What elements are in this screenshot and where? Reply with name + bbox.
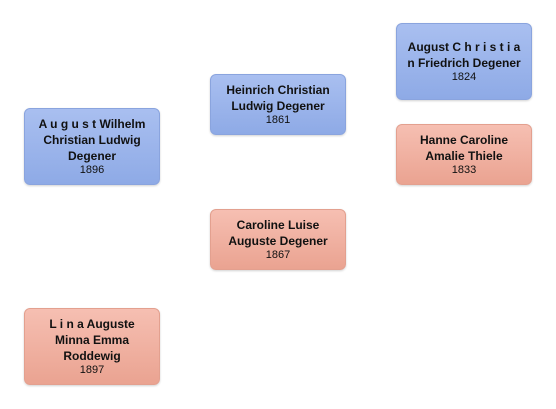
person-card-august-wilhelm-degener[interactable]: A u g u s t Wilhelm Christian Ludwig Deg…: [24, 108, 160, 185]
person-birth-year: 1897: [79, 364, 105, 376]
person-name: L i n a Auguste Minna Emma Roddewig: [49, 317, 135, 363]
person-name: August C h r i s t i a n Friedrich Degen…: [407, 40, 521, 70]
person-card-august-christian-degener[interactable]: August C h r i s t i a n Friedrich Degen…: [396, 23, 532, 100]
person-birth-year: 1861: [265, 114, 291, 126]
person-card-hanne-thiele[interactable]: Hanne Caroline Amalie Thiele 1833: [396, 124, 532, 185]
person-birth-year: 1867: [265, 249, 291, 261]
person-birth-year: 1896: [79, 164, 105, 176]
person-birth-year: 1824: [451, 71, 477, 83]
person-name: Hanne Caroline Amalie Thiele: [419, 133, 509, 163]
person-card-lina-roddewig[interactable]: L i n a Auguste Minna Emma Roddewig 1897: [24, 308, 160, 385]
person-birth-year: 1833: [451, 164, 477, 176]
person-card-caroline-luise-degener[interactable]: Caroline Luise Auguste Degener 1867: [210, 209, 346, 270]
person-card-heinrich-degener[interactable]: Heinrich Christian Ludwig Degener 1861: [210, 74, 346, 135]
person-name: Caroline Luise Auguste Degener: [228, 218, 328, 248]
person-name: A u g u s t Wilhelm Christian Ludwig Deg…: [38, 117, 146, 163]
person-name: Heinrich Christian Ludwig Degener: [226, 83, 330, 113]
